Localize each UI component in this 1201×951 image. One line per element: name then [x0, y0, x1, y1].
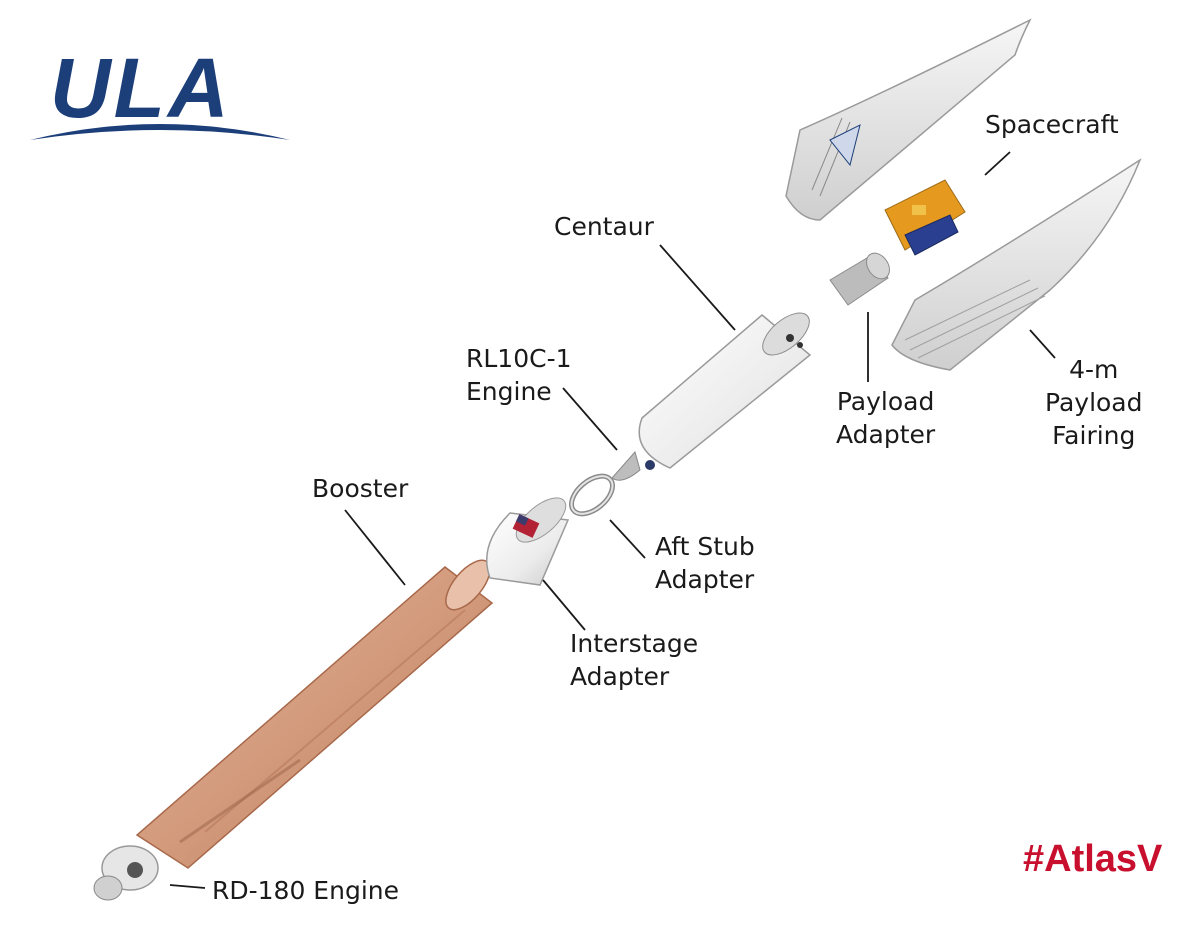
interstage-adapter	[486, 497, 570, 586]
ula-logo: ULA	[50, 41, 232, 135]
leader-centaur	[659, 244, 736, 331]
label-fairing-line2: Payload	[1045, 388, 1143, 417]
leader-fairing	[1029, 329, 1056, 359]
label-rd180-line: RD-180 Engine	[212, 876, 399, 905]
label-aft-stub: Aft Stub Adapter	[655, 530, 755, 596]
fairing-upper-half	[785, 18, 1032, 221]
label-payload-adapter: Payload Adapter	[836, 385, 935, 451]
payload-adapter	[829, 252, 890, 306]
label-centaur: Centaur	[554, 210, 654, 243]
ula-swoosh	[30, 124, 290, 140]
label-spacecraft-line: Spacecraft	[985, 110, 1119, 139]
leader-lines	[169, 151, 1056, 889]
leader-rl10	[562, 387, 618, 451]
label-fairing-line3: Fairing	[1052, 421, 1136, 450]
leader-booster	[344, 509, 406, 586]
label-payload-adapter-line1: Payload	[836, 387, 935, 416]
hashtag-atlasv: #AtlasV	[1023, 838, 1163, 880]
leader-spacecraft	[984, 151, 1011, 176]
centaur-stage	[638, 312, 812, 469]
label-payload-adapter-line2: Adapter	[836, 420, 936, 449]
label-booster-line: Booster	[312, 474, 409, 503]
label-booster: Booster	[312, 472, 408, 505]
label-rl10-line2: Engine	[466, 377, 552, 406]
label-aft-stub-line2: Adapter	[655, 565, 755, 594]
label-interstage-line1: Interstage	[570, 629, 699, 658]
rd180-engine	[93, 845, 159, 901]
label-interstage: Interstage Adapter	[570, 627, 698, 693]
booster-stage	[135, 559, 494, 869]
label-fairing-line1: 4-m	[1069, 355, 1119, 384]
leader-rd180	[169, 884, 206, 889]
label-aft-stub-line1: Aft Stub	[655, 532, 755, 561]
label-interstage-line2: Adapter	[570, 662, 670, 691]
spacecraft	[884, 179, 966, 256]
label-spacecraft: Spacecraft	[985, 108, 1119, 141]
leader-interstage	[542, 579, 586, 631]
label-rl10-line1: RL10C-1	[466, 344, 572, 373]
label-rd180: RD-180 Engine	[212, 874, 399, 907]
leader-aft-stub	[609, 519, 646, 559]
label-fairing: 4-m Payload Fairing	[1045, 353, 1143, 452]
rl10-engine	[611, 450, 655, 481]
label-rl10: RL10C-1 Engine	[466, 342, 572, 408]
label-centaur-line: Centaur	[554, 212, 654, 241]
fairing-lower-half	[891, 158, 1142, 371]
aft-stub-adapter	[569, 473, 615, 517]
